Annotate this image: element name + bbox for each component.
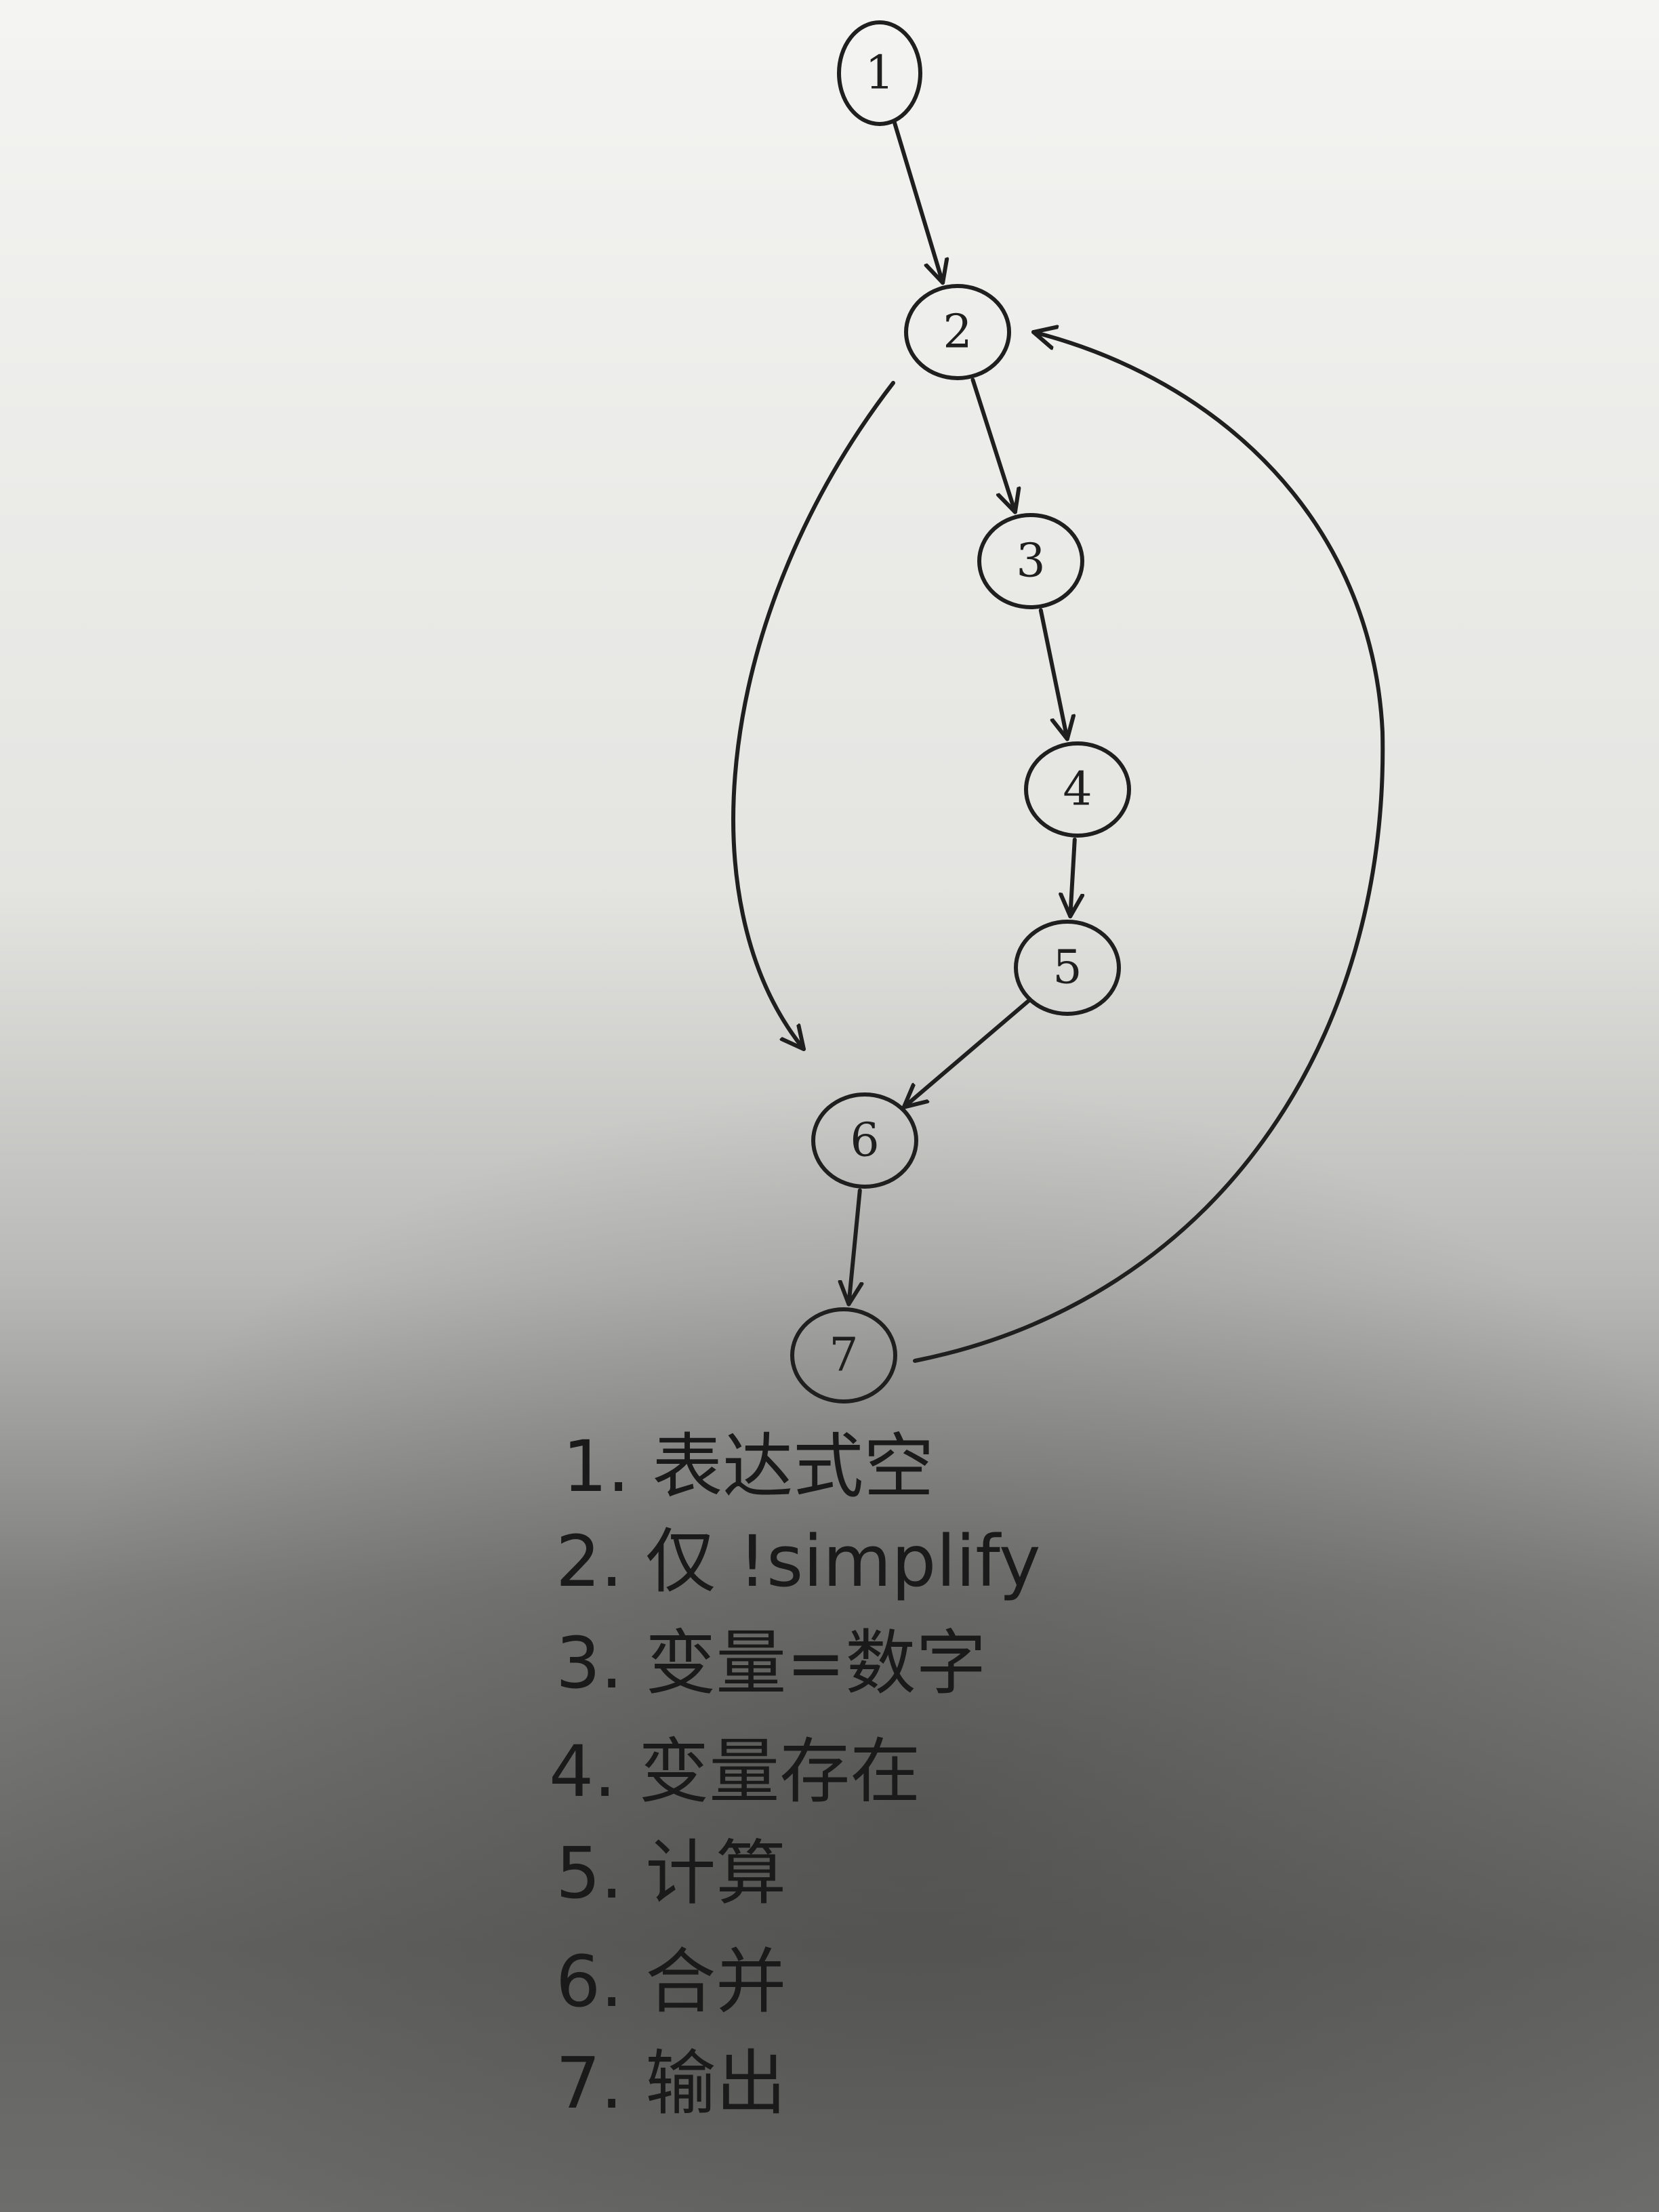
legend-item-4: 4. 变量存在 [549,1730,920,1813]
node-4-circle [1024,741,1131,838]
edge-2-to-3 [970,377,1015,514]
edge-7-to-2 [913,332,1385,1363]
edge-3-to-4 [1038,608,1067,741]
legend-item-6: 6. 合并 [556,1940,786,2023]
node-legend: 1. 表达式空 2. 仅 !simplify 3. 变量=数字 4. 变量存在 … [549,1425,1041,2125]
node-6: 6 [811,1092,918,1189]
node-2-circle [904,284,1011,380]
node-3: 3 [977,513,1084,609]
edge-6-to-7 [848,1188,859,1307]
legend-item-7: 7. 输出 [556,2042,786,2125]
node-3-label: 3 [1016,535,1045,588]
node-2: 2 [904,284,1011,380]
node-1: 1 [837,20,922,126]
node-2-label: 2 [943,306,972,359]
edge-4-to-5 [1070,837,1075,919]
node-1-label: 1 [865,47,894,100]
edge-2-to-6 [731,381,895,1051]
node-1-circle [837,20,922,126]
legend-item-1: 1. 表达式空 [562,1425,934,1508]
nodes-layer: 1 2 3 4 5 6 7 [790,20,1131,1404]
node-7: 7 [790,1307,897,1404]
node-5-label: 5 [1052,941,1082,995]
edge-5-to-6 [901,998,1031,1109]
node-7-label: 7 [829,1329,858,1382]
legend-item-5: 5. 计算 [556,1832,786,1914]
edge-1-to-2 [892,119,943,285]
node-3-circle [977,513,1084,609]
node-7-circle [790,1307,897,1404]
node-5-circle [1014,920,1121,1016]
node-6-label: 6 [850,1114,879,1168]
legend-item-3: 3. 变量=数字 [556,1622,986,1704]
node-5: 5 [1014,920,1121,1016]
legend-item-2: 2. 仅 !simplify [556,1520,1041,1603]
paper-shadow [0,881,1659,2212]
node-4-label: 4 [1063,763,1092,817]
edges-layer [731,119,1385,1363]
node-6-circle [811,1092,918,1189]
node-4: 4 [1024,741,1131,838]
